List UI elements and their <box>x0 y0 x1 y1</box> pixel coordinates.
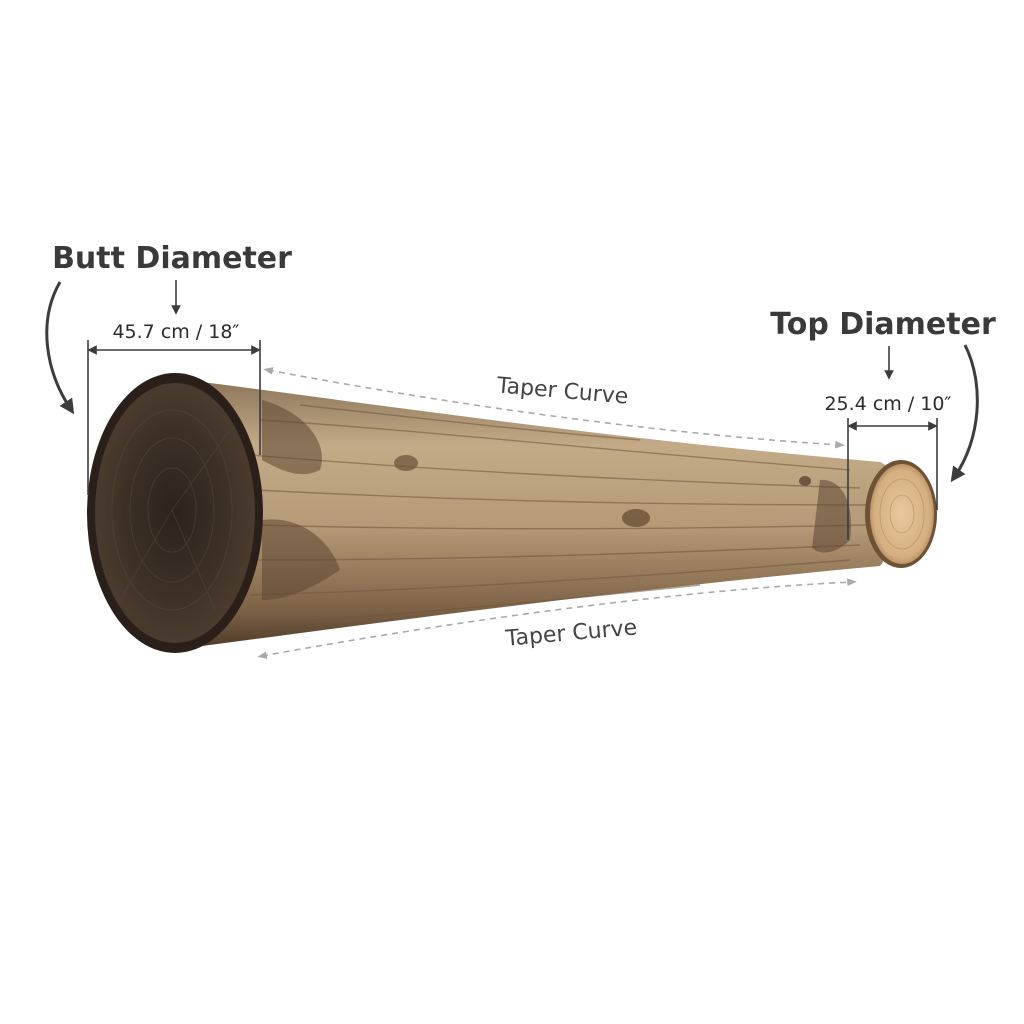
knot <box>799 476 811 486</box>
top-diameter-heading: Top Diameter <box>770 307 996 342</box>
butt-dimension <box>45 280 261 495</box>
taper-curve-lower-line <box>257 578 857 659</box>
knot <box>622 509 650 527</box>
taper-curve-lower-label: Taper Curve <box>504 615 638 651</box>
butt-end-face <box>95 383 255 643</box>
taper-curve-upper-label: Taper Curve <box>495 373 629 409</box>
top-end-face <box>870 464 934 564</box>
top-dimension <box>847 344 979 540</box>
butt-growth-rings <box>111 409 233 611</box>
knot <box>394 455 418 471</box>
top-curved-arrow-icon <box>950 344 979 483</box>
butt-diameter-measurement: 45.7 cm / 18″ <box>112 321 239 343</box>
log <box>87 373 937 653</box>
top-growth-rings <box>879 478 925 550</box>
top-diameter-measurement: 25.4 cm / 10″ <box>824 393 951 415</box>
butt-diameter-heading: Butt Diameter <box>52 241 292 276</box>
taper-curve-upper-line <box>263 367 845 449</box>
butt-curved-arrow-icon <box>45 281 75 415</box>
